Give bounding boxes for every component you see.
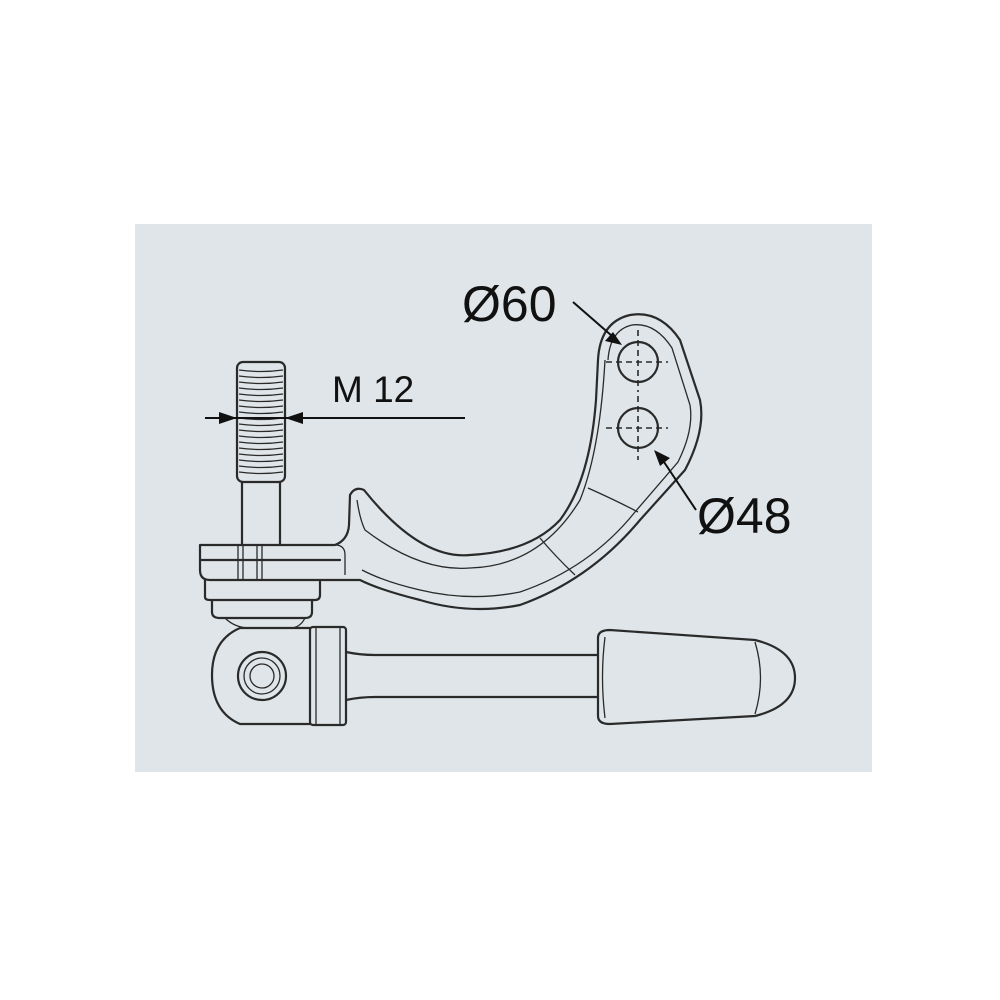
thread-groove xyxy=(238,441,284,445)
d60-leader xyxy=(572,301,622,345)
threaded-stud xyxy=(235,360,287,547)
thread-groove xyxy=(238,369,284,373)
thread-groove xyxy=(238,435,284,439)
lever-arm xyxy=(344,650,600,702)
thread-groove xyxy=(238,405,284,409)
lever-pivot-eye xyxy=(210,625,348,727)
large-bore-diameter-label: Ø60 xyxy=(462,276,557,332)
thread-groove xyxy=(238,381,284,385)
thread-size-label: M 12 xyxy=(332,369,415,410)
thread-groove xyxy=(238,429,284,433)
thread-groove xyxy=(238,465,284,469)
thread-groove xyxy=(238,393,284,397)
thread-groove xyxy=(238,387,284,391)
thread-groove xyxy=(238,453,284,457)
thread-groove xyxy=(238,375,284,379)
d48-leader xyxy=(654,450,697,511)
thread-groove xyxy=(238,411,284,415)
large-bore-hole xyxy=(606,330,668,392)
small-bore-hole xyxy=(606,396,668,460)
hook-clamp-body xyxy=(198,313,703,611)
nut xyxy=(203,578,322,629)
m12-dimension-line xyxy=(205,412,465,424)
small-bore-diameter-label: Ø48 xyxy=(697,488,792,544)
thread-groove xyxy=(238,423,284,427)
thread-groove xyxy=(238,459,284,463)
lever-handle-grip xyxy=(596,628,797,726)
thread-groove xyxy=(238,471,284,475)
drawing-panel xyxy=(135,224,872,772)
thread-groove xyxy=(238,399,284,403)
thread-groove xyxy=(238,447,284,451)
